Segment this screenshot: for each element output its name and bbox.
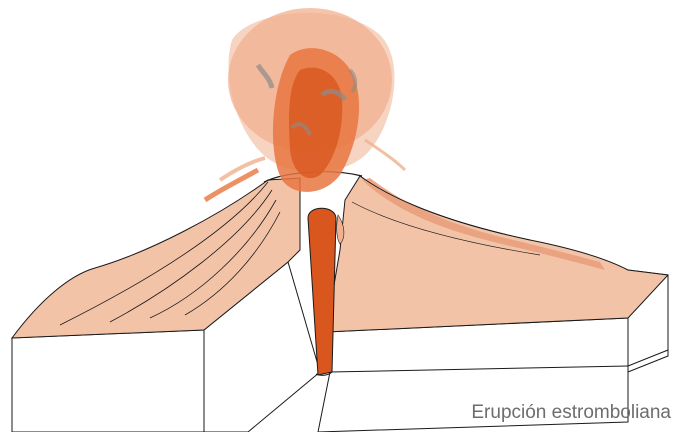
right-slope-surface <box>326 176 668 332</box>
diagram-caption: Erupción estromboliana <box>471 402 671 424</box>
eruption-plume <box>205 8 405 200</box>
left-block-front-face <box>12 330 204 432</box>
ejecta-right <box>365 140 405 170</box>
right-slope <box>326 176 668 332</box>
